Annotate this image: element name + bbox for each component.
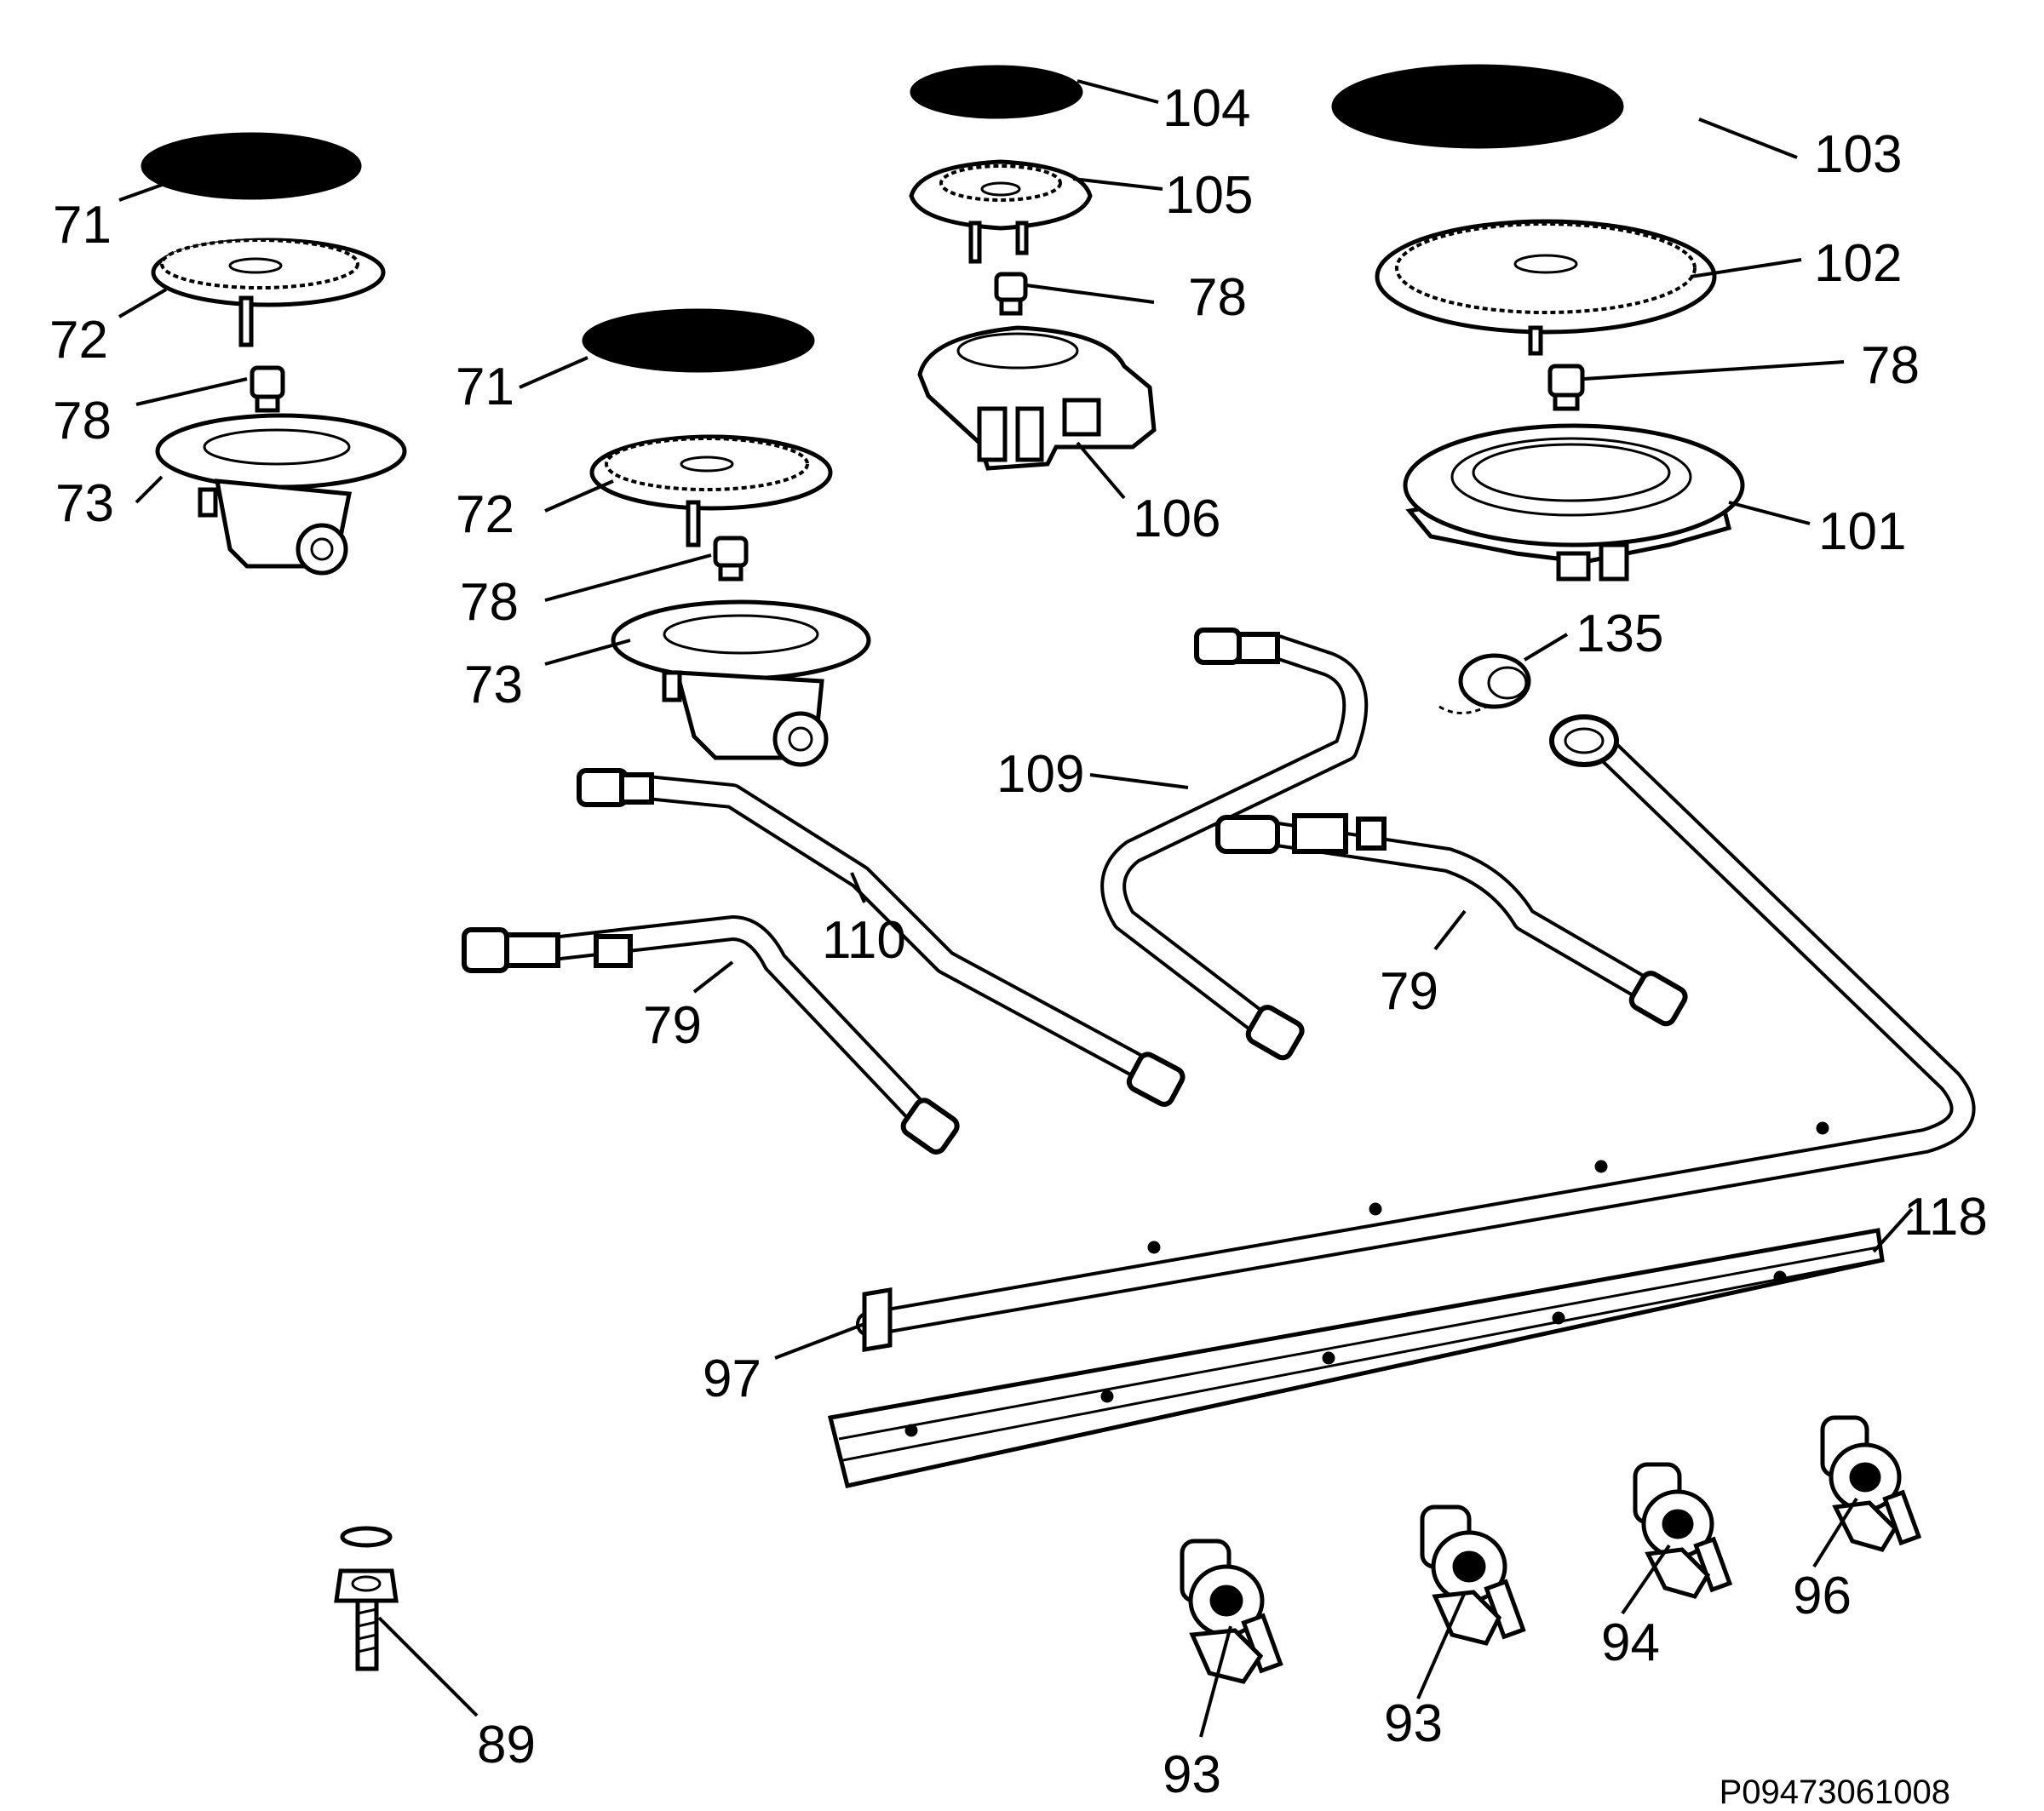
callout-105: 105 (1165, 166, 1253, 225)
gas-tube-79-right (1215, 813, 1688, 1027)
diagram-code: P09473061008 (1720, 1774, 1950, 1811)
burner-cap-103 (1331, 64, 1624, 149)
injector-78-center (713, 536, 749, 582)
callout-101: 101 (1818, 502, 1906, 561)
callout-103: 103 (1814, 125, 1902, 184)
callout-78-center: 78 (460, 573, 519, 632)
injector-78-left (250, 365, 285, 413)
burner-crown-72-left (151, 238, 386, 347)
callout-78-right: 78 (1861, 336, 1920, 395)
callout-71-left: 71 (53, 196, 112, 255)
callout-89: 89 (477, 1716, 536, 1774)
injector-78-right (1547, 364, 1585, 411)
callout-96: 96 (1793, 1567, 1852, 1625)
callout-102: 102 (1814, 234, 1902, 293)
screw-89 (334, 1526, 399, 1671)
injector-78-top (994, 272, 1028, 316)
gas-valve-96 (1820, 1415, 1922, 1552)
burner-crown-72-center (589, 434, 833, 547)
burner-cap-104 (910, 65, 1083, 119)
callout-73-left: 73 (55, 474, 114, 533)
burner-crown-105 (909, 159, 1093, 264)
callout-118: 118 (1903, 1188, 1988, 1246)
callout-93-left: 93 (1163, 1745, 1221, 1804)
callout-71-center: 71 (456, 358, 514, 416)
callout-110: 110 (822, 911, 906, 970)
pipe-elbow-135 (1438, 653, 1531, 714)
gas-tube-110 (577, 768, 1186, 1107)
gas-pipe-97 (856, 714, 1976, 1352)
leader-lines (118, 79, 1914, 1738)
manifold-rail-118 (827, 1228, 1885, 1488)
callout-72-center: 72 (456, 485, 514, 544)
callout-79-right: 79 (1380, 962, 1438, 1021)
callout-106: 106 (1133, 490, 1220, 548)
callout-78-top: 78 (1188, 268, 1247, 327)
callout-104: 104 (1163, 79, 1250, 138)
burner-crown-102 (1375, 219, 1717, 356)
callout-94: 94 (1601, 1613, 1660, 1672)
burner-cap-71-left (141, 132, 362, 200)
gas-valve-94 (1633, 1462, 1733, 1599)
callout-79-left: 79 (643, 996, 702, 1055)
burner-base-73-center (611, 599, 871, 767)
callout-109: 109 (996, 745, 1084, 804)
callout-78-left: 78 (53, 392, 112, 450)
burner-base-106 (917, 325, 1157, 471)
callout-72-left: 72 (49, 311, 108, 370)
burner-base-101 (1403, 423, 1745, 582)
gas-valve-93-right (1420, 1504, 1526, 1646)
gas-valve-93-left (1180, 1539, 1283, 1684)
burner-cap-71-center (582, 308, 815, 373)
callout-135: 135 (1576, 605, 1663, 663)
gas-tube-109 (1100, 628, 1369, 1061)
callout-93-right: 93 (1384, 1694, 1443, 1753)
callout-73-center: 73 (464, 656, 523, 714)
callout-97: 97 (703, 1350, 761, 1408)
gas-tube-79-left (462, 915, 960, 1155)
burner-base-73-left (155, 413, 407, 576)
